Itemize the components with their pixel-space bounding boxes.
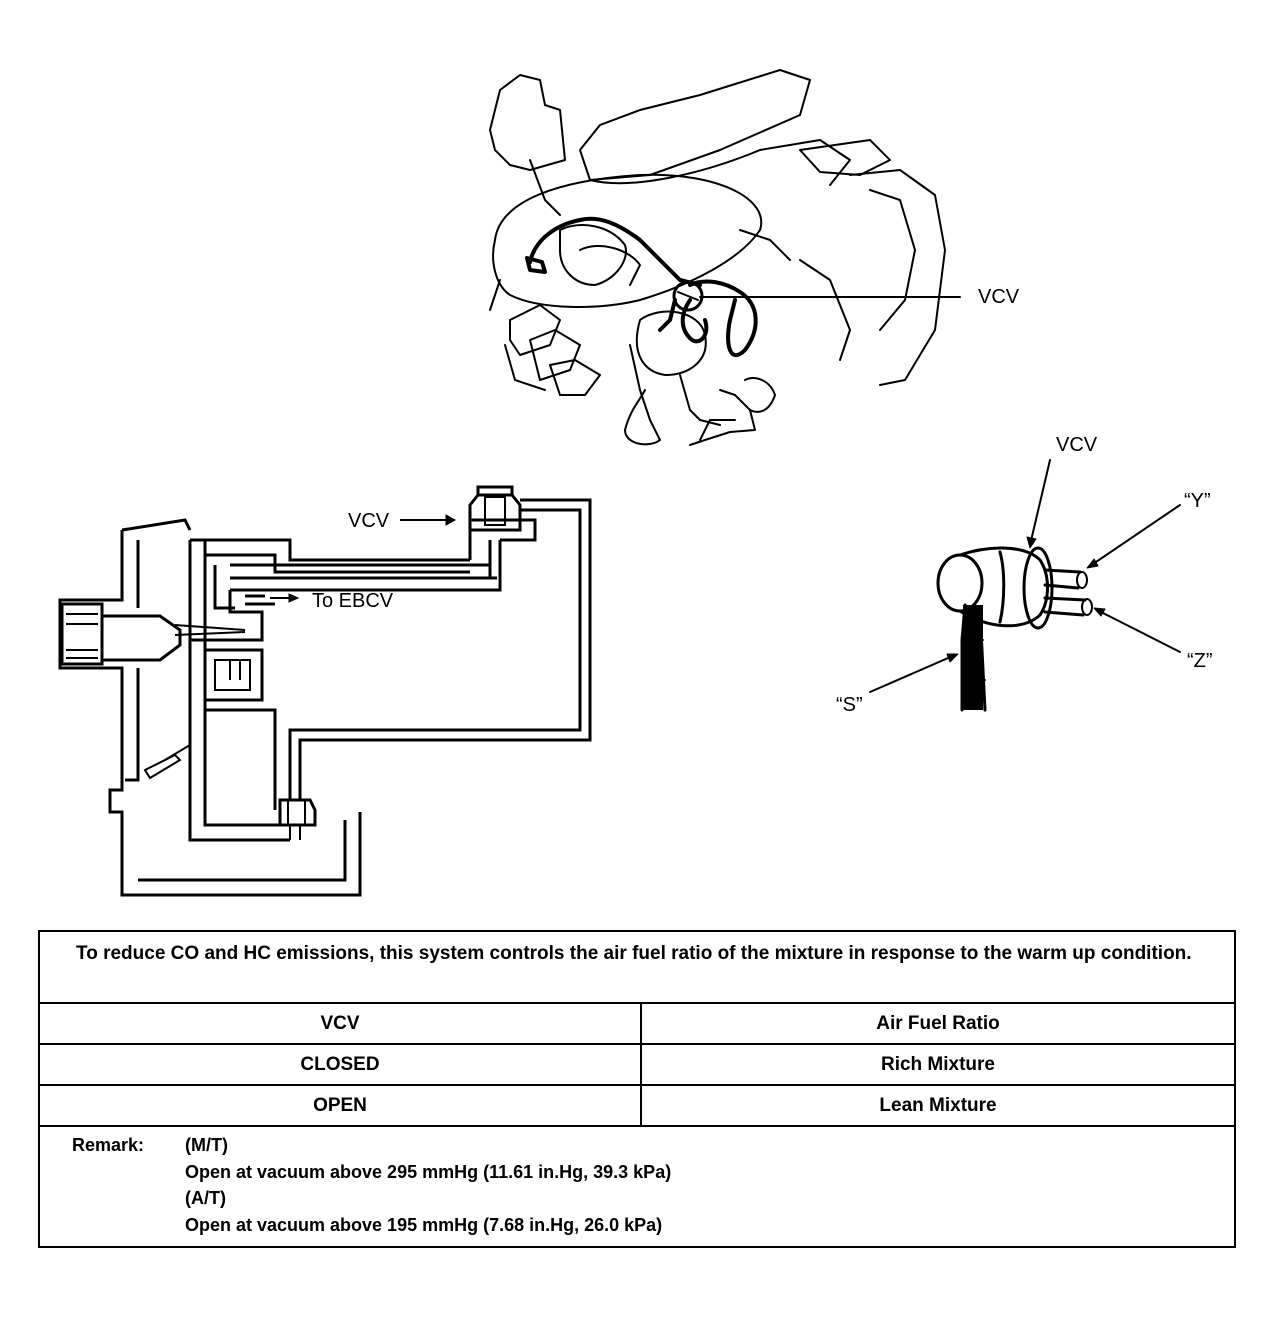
- cell-mixture: Rich Mixture: [880, 1053, 996, 1075]
- remark-at: (A/T): [185, 1188, 226, 1208]
- remark-mt: (M/T): [185, 1135, 228, 1155]
- table-row: OPEN Lean Mixture: [40, 1086, 1234, 1127]
- cell-mixture: Lean Mixture: [879, 1094, 997, 1116]
- remark-block: Remark: (M/T) Open at vacuum above 295 m…: [40, 1127, 1234, 1246]
- table-row: CLOSED Rich Mixture: [40, 1045, 1234, 1086]
- port-z-label: “Z”: [1187, 650, 1213, 672]
- vcv-schematic-label: VCV: [348, 510, 390, 532]
- remark-label: Remark:: [72, 1135, 145, 1155]
- header-air-fuel-ratio: Air Fuel Ratio: [876, 1012, 1000, 1034]
- spec-table: To reduce CO and HC emissions, this syst…: [38, 930, 1236, 1248]
- port-s-label: “S”: [836, 694, 863, 716]
- vcv-valve-label: VCV: [1056, 434, 1098, 456]
- to-ebcv-label: To EBCV: [312, 590, 394, 612]
- remark-mt-text: Open at vacuum above 295 mmHg (11.61 in.…: [185, 1162, 672, 1182]
- cell-vcv-state: OPEN: [40, 1086, 642, 1125]
- system-description: To reduce CO and HC emissions, this syst…: [40, 932, 1234, 1004]
- table-header-row: VCV Air Fuel Ratio: [40, 1004, 1234, 1045]
- port-y-label: “Y”: [1184, 490, 1211, 512]
- cell-vcv-state: CLOSED: [40, 1045, 642, 1084]
- remark-at-text: Open at vacuum above 195 mmHg (7.68 in.H…: [185, 1215, 663, 1235]
- vcv-engine-label: VCV: [978, 286, 1020, 308]
- header-vcv: VCV: [40, 1004, 642, 1043]
